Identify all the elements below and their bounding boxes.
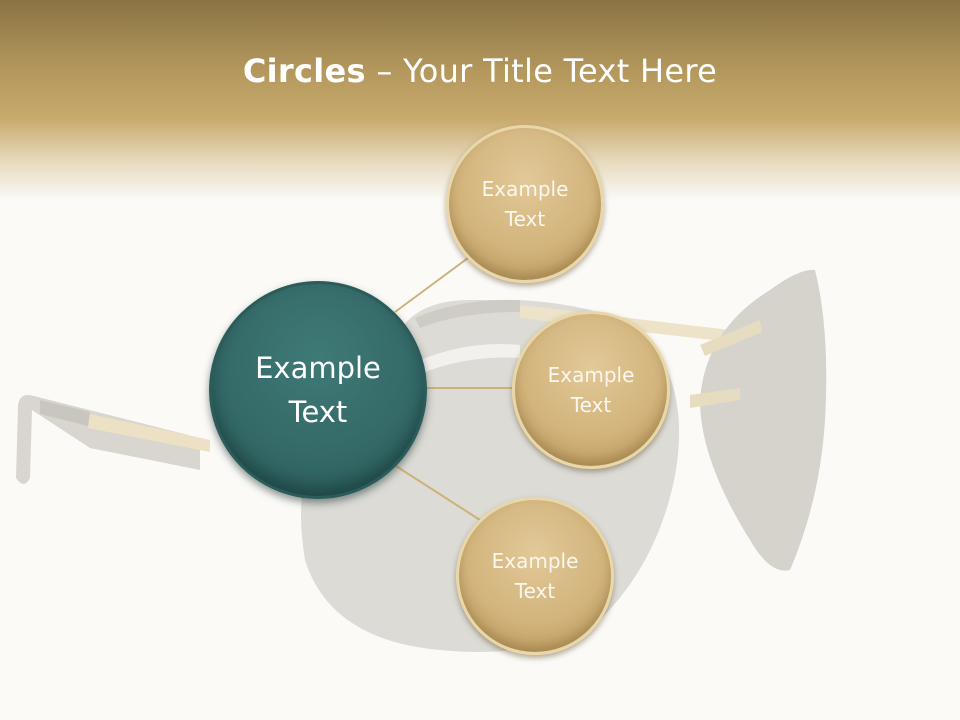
satellite-middle-line2: Text bbox=[570, 393, 612, 417]
satellite-top-line2: Text bbox=[504, 207, 546, 231]
satellite-bottom-line1: Example bbox=[491, 549, 579, 573]
satellite-top-line1: Example bbox=[481, 177, 569, 201]
satellite-circle-bottom: Example Text bbox=[456, 497, 614, 655]
title-rest: – Your Title Text Here bbox=[365, 52, 718, 90]
satellite-bottom-line2: Text bbox=[514, 579, 556, 603]
title-bold: Circles bbox=[242, 52, 366, 90]
center-circle-line1: Example bbox=[255, 351, 381, 385]
center-circle: Example Text bbox=[209, 281, 427, 499]
connector-bottom bbox=[395, 465, 481, 521]
center-circle-line2: Text bbox=[288, 395, 348, 429]
satellite-middle-line1: Example bbox=[547, 363, 635, 387]
slide-title: Circles – Your Title Text Here bbox=[0, 52, 960, 90]
satellite-circle-middle: Example Text bbox=[512, 311, 670, 469]
satellite-circle-top: Example Text bbox=[446, 125, 604, 283]
connector-top bbox=[394, 257, 469, 313]
